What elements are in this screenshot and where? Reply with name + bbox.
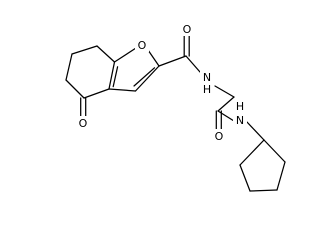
ring-oxygen-label: O: [138, 39, 147, 52]
amide2-oxygen-label: O: [215, 130, 224, 143]
ketone-oxygen-label: O: [79, 117, 88, 130]
bond-c7-c6: [71, 45, 98, 55]
bond-cp3-cp4: [249, 189, 278, 192]
bond-c3a-c7a-inner: [112, 66, 119, 88]
bond-c2-c3: [134, 65, 160, 92]
bond-c7a-o-ring: [113, 47, 137, 63]
bond-c3a-c7a: [108, 61, 116, 90]
bond-ch2-carbonyl2: [217, 96, 235, 112]
bond-n1-ch2: [214, 85, 235, 98]
bond-c6-c5: [65, 53, 73, 81]
bond-cp4-cp5: [239, 164, 251, 192]
bond-c7a-c7: [96, 45, 116, 63]
bond-o-ring-c2: [147, 49, 160, 67]
structure-canvas: O O O N H O N H: [65, 22, 286, 192]
bond-carbonyl2-n2: [217, 110, 235, 122]
bond-c4-c3a: [83, 88, 110, 99]
bond-c2-carbonyl: [158, 55, 187, 67]
amide2-nitrogen-label: N: [236, 114, 244, 127]
amide1-nitrogen-label: N: [203, 71, 211, 84]
bond-cp1-cp2: [263, 139, 286, 163]
bond-cp5-cp1: [239, 139, 265, 166]
molecule-drawing: O O O N H O N H: [65, 22, 286, 192]
bond-n2-cp1: [245, 120, 265, 141]
bond-c5-c4: [65, 79, 85, 99]
amide1-oxygen-label: O: [183, 23, 192, 36]
amide2-hydrogen-label: H: [236, 100, 244, 113]
amide1-hydrogen-label: H: [203, 83, 211, 96]
bond-carbonyl-n1: [185, 55, 201, 73]
bond-c3-c3a: [108, 88, 137, 92]
bond-c2-c3-inner: [133, 67, 156, 87]
bond-cp2-cp3: [276, 161, 286, 191]
